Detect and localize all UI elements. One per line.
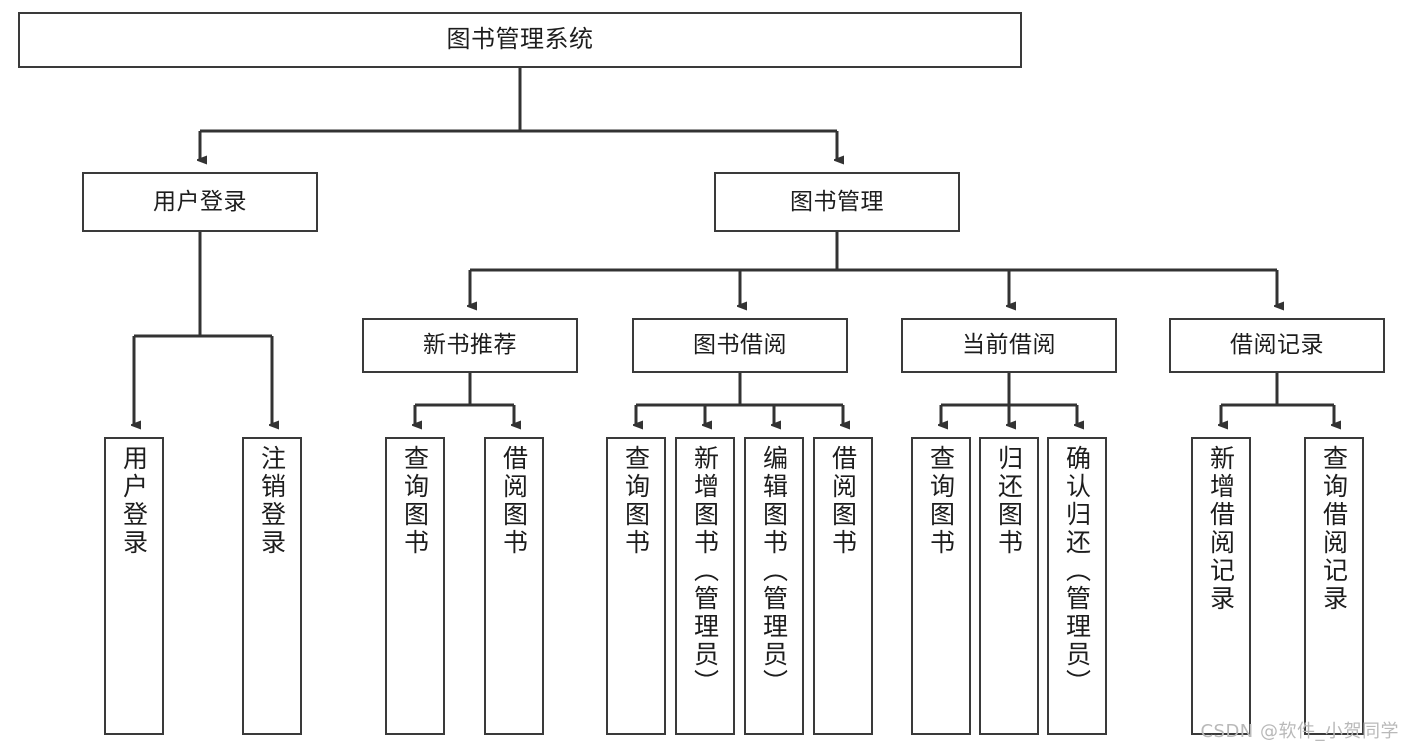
leaf-user-login[interactable]: 用户登录 — [104, 437, 164, 735]
leaf-query-borrow-record[interactable]: 查询借阅记录 — [1304, 437, 1364, 735]
node-label: 借阅图书 — [828, 445, 858, 557]
leaf-borrow-book-recommend[interactable]: 借阅图书 — [484, 437, 544, 735]
leaf-return-book[interactable]: 归还图书 — [979, 437, 1039, 735]
node-label: 归还图书 — [994, 445, 1024, 557]
node-root-system[interactable]: 图书管理系统 — [18, 12, 1022, 68]
node-label: 借阅图书 — [499, 445, 529, 557]
node-label: 查询借阅记录 — [1319, 445, 1349, 613]
node-label: 借阅记录 — [1230, 332, 1324, 359]
leaf-query-book-current[interactable]: 查询图书 — [911, 437, 971, 735]
leaf-add-book-admin[interactable]: 新增图书（管理员） — [675, 437, 735, 735]
node-label: 图书借阅 — [693, 332, 787, 359]
leaf-edit-book-admin[interactable]: 编辑图书（管理员） — [744, 437, 804, 735]
node-label: 查询图书 — [926, 445, 956, 557]
leaf-borrow-book[interactable]: 借阅图书 — [813, 437, 873, 735]
node-book-borrow[interactable]: 图书借阅 — [632, 318, 848, 373]
node-label: 编辑图书（管理员） — [759, 445, 789, 697]
node-borrow-record[interactable]: 借阅记录 — [1169, 318, 1385, 373]
node-label: 查询图书 — [621, 445, 651, 557]
node-label: 注销登录 — [257, 445, 287, 557]
leaf-query-book[interactable]: 查询图书 — [606, 437, 666, 735]
leaf-add-borrow-record[interactable]: 新增借阅记录 — [1191, 437, 1251, 735]
watermark-text: CSDN @软件_小贺同学 — [1200, 721, 1399, 742]
node-user-login[interactable]: 用户登录 — [82, 172, 318, 232]
node-label: 查询图书 — [400, 445, 430, 557]
node-current-borrow[interactable]: 当前借阅 — [901, 318, 1117, 373]
node-label: 用户登录 — [119, 445, 149, 557]
leaf-query-book-recommend[interactable]: 查询图书 — [385, 437, 445, 735]
node-label: 新书推荐 — [423, 332, 517, 359]
node-new-book-recommend[interactable]: 新书推荐 — [362, 318, 578, 373]
node-label: 新增借阅记录 — [1206, 445, 1236, 613]
node-label: 图书管理系统 — [446, 25, 594, 54]
node-label: 新增图书（管理员） — [690, 445, 720, 697]
node-label: 用户登录 — [153, 188, 247, 215]
leaf-user-logout[interactable]: 注销登录 — [242, 437, 302, 735]
leaf-confirm-return-admin[interactable]: 确认归还（管理员） — [1047, 437, 1107, 735]
node-book-management[interactable]: 图书管理 — [714, 172, 960, 232]
node-label: 图书管理 — [790, 188, 884, 215]
node-label: 确认归还（管理员） — [1062, 445, 1092, 697]
node-label: 当前借阅 — [962, 332, 1056, 359]
